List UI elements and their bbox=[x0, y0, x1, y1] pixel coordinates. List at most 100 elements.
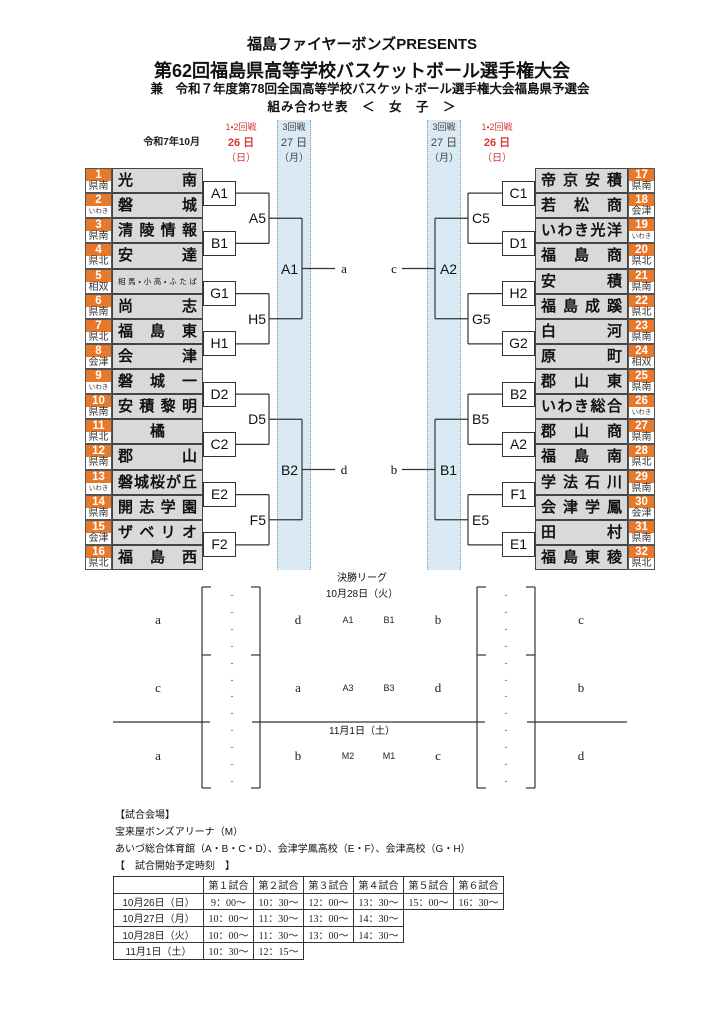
schedule-column-header: 第３試合 bbox=[303, 876, 354, 894]
score-placeholder: - bbox=[230, 742, 234, 753]
score-placeholder: - bbox=[230, 657, 234, 668]
league-team-slot: b bbox=[434, 612, 442, 627]
league-team-slot: a bbox=[155, 748, 161, 763]
match-round2: D5 bbox=[248, 411, 266, 428]
team-name: 安達 bbox=[112, 243, 203, 269]
match-round1: H1 bbox=[203, 331, 236, 357]
sponsor-title: 福島ファイヤーボンズPRESENTS bbox=[246, 36, 478, 53]
region-label: 県北 bbox=[88, 557, 109, 569]
league-team-slot: c bbox=[155, 680, 161, 695]
region-label: 県南 bbox=[631, 331, 652, 343]
region-label: 県北 bbox=[88, 256, 109, 268]
seed-number: 23 bbox=[629, 319, 654, 332]
right-round3-weekday: （月） bbox=[429, 153, 459, 164]
region-label: 会津 bbox=[88, 356, 109, 368]
schedule-start-time: 13：00～ bbox=[303, 909, 354, 927]
schedule-start-time: 10：00～ bbox=[203, 925, 254, 943]
seed-number: 4 bbox=[86, 244, 111, 257]
region-label: 県南 bbox=[88, 181, 109, 192]
final-league-day1: 10月28日（火） bbox=[325, 589, 399, 600]
score-placeholder: - bbox=[504, 606, 508, 617]
seed-number: 32 bbox=[629, 545, 654, 558]
schedule-start-time: 13：00～ bbox=[303, 925, 354, 943]
league-team-slot: b bbox=[294, 748, 302, 763]
league-game-code: M2 bbox=[341, 751, 355, 761]
match-round1: G2 bbox=[502, 331, 535, 357]
region-label: 県北 bbox=[631, 557, 652, 569]
schedule-start-time: 11：30～ bbox=[253, 909, 304, 927]
schedule-corner-cell bbox=[113, 876, 204, 894]
schedule-start-time: 10：00～ bbox=[203, 909, 254, 927]
region-label: 県北 bbox=[88, 331, 109, 343]
seed-number: 29 bbox=[629, 470, 654, 483]
team-name: いわき光洋 bbox=[535, 218, 628, 244]
score-placeholder: - bbox=[230, 708, 234, 719]
team-name: 学法石川 bbox=[535, 469, 628, 495]
seed-number: 7 bbox=[86, 319, 111, 332]
team-name: 福島東 bbox=[112, 318, 203, 344]
team-name: 福島成蹊 bbox=[535, 293, 628, 319]
schedule-date: 10月28日（火） bbox=[113, 925, 204, 943]
final-league-day2: 11月1日（土） bbox=[329, 726, 395, 737]
league-team-slot: b bbox=[577, 680, 585, 695]
team-name: 光南 bbox=[112, 168, 203, 194]
match-round1: E2 bbox=[203, 482, 236, 508]
seed-number: 28 bbox=[629, 445, 654, 458]
left-round12-day: 26 日 bbox=[227, 137, 255, 149]
seed-number: 22 bbox=[629, 294, 654, 307]
team-name: 福島商 bbox=[535, 243, 628, 269]
region-label: 県南 bbox=[88, 457, 109, 469]
seed-number: 12 bbox=[86, 445, 111, 458]
left-round12-weekday: （日） bbox=[226, 153, 256, 164]
team-name: 会津学鳳 bbox=[535, 494, 628, 520]
final-league-title: 決勝リーグ bbox=[337, 573, 387, 584]
schedule-row: 10月27日（月）10：00～11：30～13：00～14：30～ bbox=[113, 909, 504, 927]
seed-number: 15 bbox=[86, 520, 111, 533]
region-label: 県南 bbox=[631, 181, 652, 192]
schedule-date: 11月1日（土） bbox=[113, 942, 204, 960]
match-round1: A2 bbox=[502, 431, 535, 457]
match-round3: A2 bbox=[439, 260, 458, 277]
league-team-slot: a bbox=[295, 680, 301, 695]
winner-slot: a bbox=[341, 260, 347, 276]
region-label: 県北 bbox=[88, 432, 109, 444]
schedule-start-time: 12：00～ bbox=[303, 892, 354, 910]
schedule-start-time: 14：30～ bbox=[353, 909, 404, 927]
left-round3-label: 3回戦 bbox=[282, 122, 306, 132]
match-round1: A1 bbox=[203, 180, 236, 206]
team-name: 会津 bbox=[112, 343, 203, 369]
round3-column-left bbox=[277, 120, 311, 570]
score-placeholder: - bbox=[504, 775, 508, 786]
right-round12-label: 1・2回戦 bbox=[481, 122, 513, 132]
league-game-code: A3 bbox=[342, 683, 354, 693]
region-label: 会津 bbox=[88, 532, 109, 544]
seed-number: 10 bbox=[86, 395, 111, 408]
seed-number: 9 bbox=[86, 370, 111, 382]
schedule-start-time: 13：30～ bbox=[353, 892, 404, 910]
seed-number: 11 bbox=[86, 420, 111, 433]
score-placeholder: - bbox=[504, 759, 508, 769]
schedule-column-header: 第２試合 bbox=[253, 876, 304, 894]
team-name: 清陵情報 bbox=[112, 218, 203, 244]
seed-number: 21 bbox=[629, 269, 654, 282]
region-label: 相双 bbox=[88, 281, 109, 293]
team-name: 郡山商 bbox=[535, 419, 628, 445]
team-name: 福島南 bbox=[535, 444, 628, 470]
seed-number: 5 bbox=[86, 269, 111, 282]
region-label: 県南 bbox=[631, 532, 652, 544]
team-name: いわき総合 bbox=[535, 394, 628, 420]
winner-slot: c bbox=[391, 260, 397, 276]
score-placeholder: - bbox=[230, 691, 234, 702]
